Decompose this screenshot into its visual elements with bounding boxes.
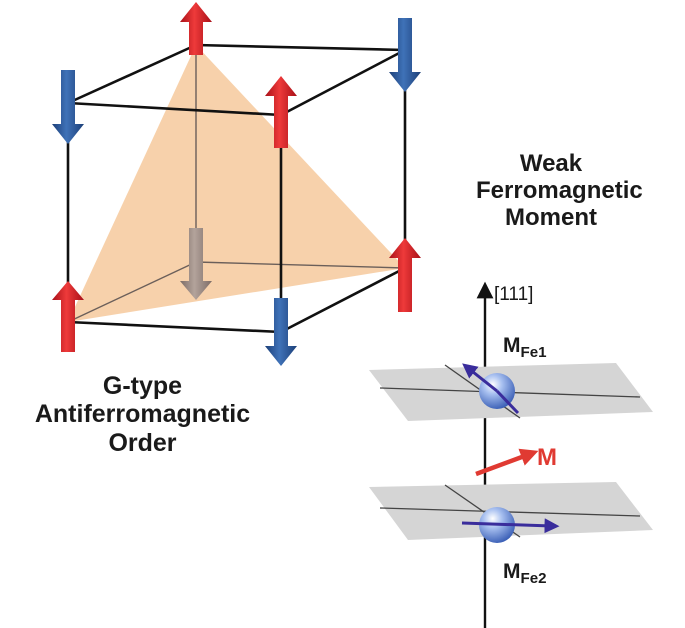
mfe1-main: M (503, 334, 521, 357)
mfe1-sub: Fe1 (520, 344, 547, 362)
fe1-spin-arrow (462, 363, 498, 393)
hidden-cube-edges (67, 45, 406, 323)
mfe2-sub: Fe2 (520, 570, 547, 588)
gray-down-arrow-icon (180, 228, 212, 300)
triangle-plane (68, 45, 405, 322)
red-up-arrow-icon (265, 76, 297, 148)
fe1-spin-tail (495, 389, 520, 415)
weak-moment-line3: Moment (505, 204, 597, 232)
mfe2-main: M (503, 560, 521, 583)
order-label: G-type Antiferromagnetic Order (0, 372, 285, 457)
fe2-plane (369, 482, 653, 540)
moment-label: M (537, 444, 557, 471)
fe2-layer (369, 482, 653, 543)
order-label-line1: G-type (102, 372, 183, 400)
fe1-layer (369, 363, 653, 421)
order-label-line2: Antiferromagnetic (34, 400, 251, 429)
order-label-line3: Order (108, 428, 177, 457)
fe2-spin-arrow (461, 518, 560, 534)
axis-111-label: [111] (494, 284, 534, 305)
blue-down-arrow-icon (389, 18, 421, 92)
net-moment-arrow (475, 448, 539, 477)
weak-moment-label: Weak Ferromagnetic Moment (476, 150, 643, 232)
weak-moment-line1: Weak (519, 150, 583, 177)
mfe1-label: MFe1 (503, 334, 547, 362)
red-up-arrow-icon (180, 2, 212, 55)
red-up-arrow-icon (52, 281, 84, 352)
red-up-arrow-icon (389, 238, 421, 312)
mfe2-label: MFe2 (503, 560, 547, 588)
weak-moment-line2: Ferromagnetic (476, 177, 643, 205)
blue-down-arrow-icon (52, 70, 84, 144)
spin-arrows (52, 2, 421, 366)
cube-edges (66, 43, 407, 334)
blue-down-arrow-icon (265, 298, 297, 366)
